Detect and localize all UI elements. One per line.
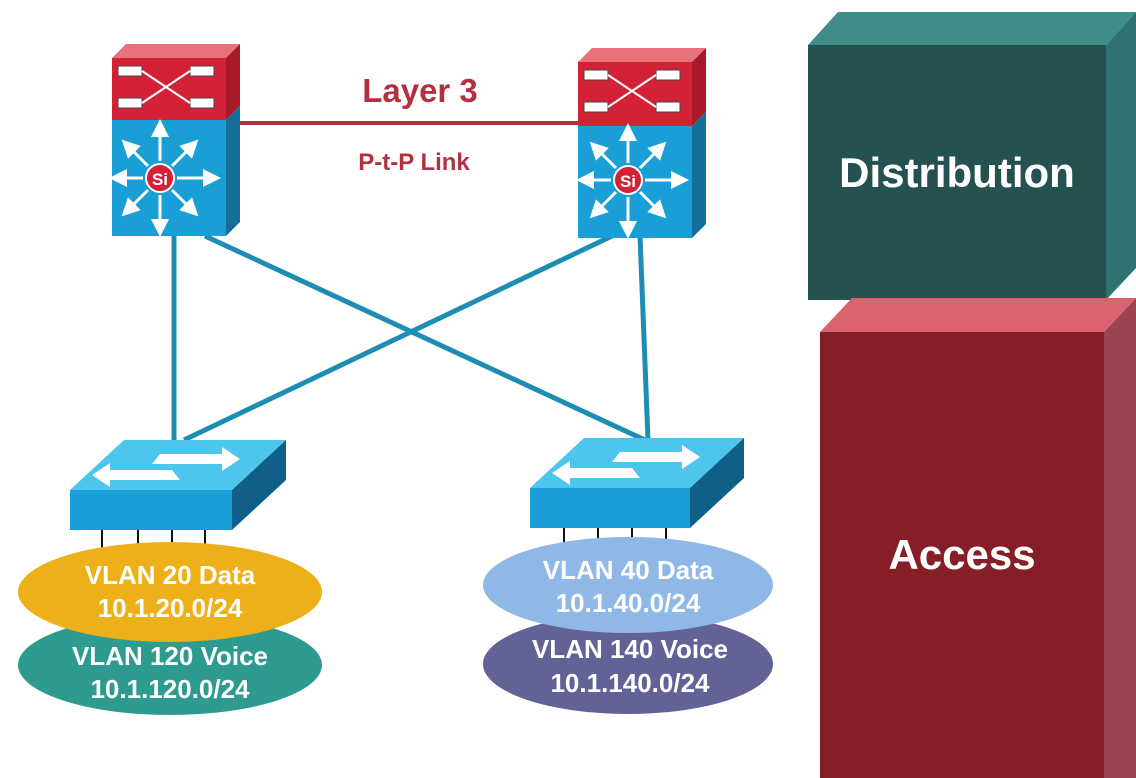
distribution-layer-block: Distribution xyxy=(808,12,1136,300)
uplinks xyxy=(171,233,651,443)
distribution-switch-left: Si xyxy=(109,44,240,237)
vlan-left-data-name: VLAN 20 Data xyxy=(85,560,256,590)
access-label: Access xyxy=(888,531,1035,578)
uplink-right-dist-right-access xyxy=(637,235,651,441)
uplink-right-dist-left-access xyxy=(182,233,614,443)
vlan-right-data: VLAN 40 Data 10.1.40.0/24 xyxy=(483,537,773,633)
multilayer-arrows-icon xyxy=(576,123,689,239)
access-switch-left xyxy=(70,440,286,560)
vlan-right-data-subnet: 10.1.40.0/24 xyxy=(556,588,701,618)
vlan-right-data-name: VLAN 40 Data xyxy=(543,555,714,585)
vlan-left-voice: VLAN 120 Voice 10.1.120.0/24 xyxy=(18,615,322,715)
vlan-left-data: VLAN 20 Data 10.1.20.0/24 xyxy=(18,542,322,642)
switch-arrows-icon xyxy=(92,447,240,487)
vlan-left-voice-subnet: 10.1.120.0/24 xyxy=(90,674,250,704)
access-layer-block: Access xyxy=(820,298,1136,778)
router-arrows-icon xyxy=(583,69,681,113)
link-subtitle: P-t-P Link xyxy=(358,149,470,176)
vlan-right-voice-name: VLAN 140 Voice xyxy=(532,634,728,664)
vlan-left-data-subnet: 10.1.20.0/24 xyxy=(98,593,243,623)
router-arrows-icon xyxy=(117,65,215,109)
link-title: Layer 3 xyxy=(362,72,478,109)
multilayer-arrows-icon xyxy=(109,119,221,237)
uplink-left-dist-right-access xyxy=(203,233,647,443)
vlan-right-voice-subnet: 10.1.140.0/24 xyxy=(550,668,710,698)
distribution-switch-right: Si xyxy=(576,48,706,239)
vlan-left-voice-name: VLAN 120 Voice xyxy=(72,641,268,671)
si-badge-left: Si xyxy=(152,170,168,189)
switch-arrows-icon xyxy=(552,445,700,485)
distribution-label: Distribution xyxy=(839,149,1075,196)
vlan-right-voice: VLAN 140 Voice 10.1.140.0/24 xyxy=(483,614,773,714)
si-badge-right: Si xyxy=(620,172,636,191)
access-switch-right xyxy=(530,438,744,555)
